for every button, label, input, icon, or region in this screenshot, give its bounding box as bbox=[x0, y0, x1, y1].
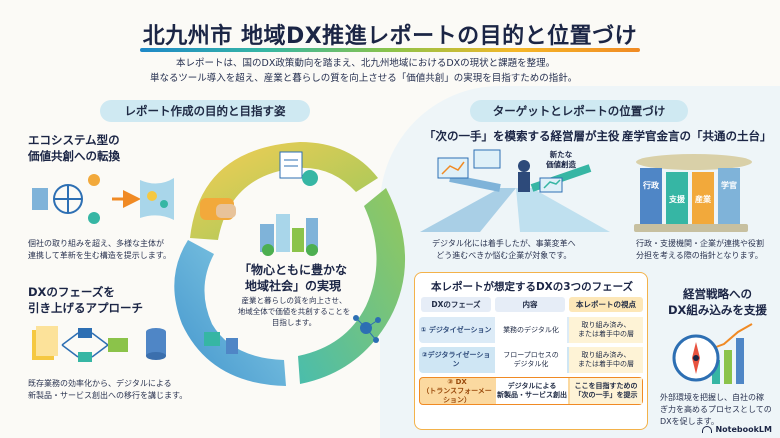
intro-text: 本レポートは、国のDX政策動向を踏まえ、北九州地域におけるDXの現状と課題を整理… bbox=[150, 56, 630, 86]
new-value-bubble: 新たな 価値創造 bbox=[546, 150, 576, 169]
phase-header-phase: DXのフェーズ bbox=[421, 297, 491, 312]
view-cell: 取り組み済み、 または着手中の層 bbox=[569, 317, 643, 343]
content-cell: 業務のデジタル化 bbox=[495, 317, 567, 343]
view-cell: 取り組み済み、 または着手中の層 bbox=[569, 347, 643, 373]
phase-table-title: 本レポートが想定するDXの3つのフェーズ bbox=[430, 281, 634, 293]
target-desc: デジタル化には着手したが、事業変革へ どう進むべきか悩む企業が対象です。 bbox=[432, 239, 576, 260]
value-cycle-diagram bbox=[174, 142, 406, 386]
content-cell: フロープロセスの デジタル化 bbox=[495, 347, 567, 373]
foundation-title: 産学官金言の「共通の土台」 bbox=[622, 129, 772, 143]
approach-desc: 既存業務の効率化から、デジタルによる 新製品・サービス創出への移行を講じます。 bbox=[28, 379, 188, 400]
strategy-desc: 外部環境を把握し、自社の稼 ぎ力を高めるプロセスとしての DXを促します。 bbox=[660, 393, 772, 426]
pillar-label-2: 支援 bbox=[669, 195, 685, 204]
process-flow-icon bbox=[32, 326, 166, 362]
brand-footer: NotebookLM bbox=[702, 425, 772, 434]
intro-line-1: 本レポートは、国のDX政策動向を踏まえ、北九州地域におけるDXの現状と課題を整理… bbox=[176, 58, 556, 69]
approach-title: DXのフェーズを 引き上げるアプローチ bbox=[28, 285, 143, 315]
ecosystem-title: エコシステム型の 価値共創への転換 bbox=[28, 133, 120, 163]
phase-cell: ① デジタイゼーション bbox=[420, 325, 492, 334]
phase-cell: ③ DX （トランスフォーメーション） bbox=[422, 377, 492, 404]
phase-header-view: 本レポートの視点 bbox=[569, 297, 643, 312]
page-title: 北九州市 地域DX推進レポートの目的と位置づけ bbox=[142, 24, 638, 49]
pillar-label-4: 学官 bbox=[721, 181, 737, 190]
pillars-illustration bbox=[634, 154, 752, 232]
content-cell: デジタルによる 新製品・サービス創出 bbox=[496, 378, 568, 404]
center-vision-title: 「物心ともに豊かな 地域社会」の実現 bbox=[238, 263, 347, 293]
notebook-logo-icon bbox=[702, 426, 713, 433]
compass-chart-icon bbox=[672, 323, 753, 384]
view-cell: ここを目指すための 「次の一手」を提示 bbox=[570, 378, 642, 404]
phase-row-1: ① デジタイゼーション 業務のデジタル化 取り組み済み、 または着手中の層 bbox=[419, 317, 643, 343]
title-gradient-underline bbox=[140, 48, 640, 52]
ecosystem-network-icon bbox=[32, 174, 174, 224]
center-vision-desc: 産業と暮らしの質を向上させ、 地域全体で価値を共創することを 目指します。 bbox=[237, 296, 351, 327]
phase-row-2: ②デジタライゼーション フロープロセスの デジタル化 取り組み済み、 または着手… bbox=[419, 347, 643, 373]
right-section-label: ターゲットとレポートの位置づけ bbox=[470, 100, 688, 122]
pillar-label-1: 行政 bbox=[643, 181, 659, 190]
crossroads-illustration bbox=[420, 149, 610, 232]
pillar-label-3: 産業 bbox=[695, 195, 711, 204]
strategy-title: 経営戦略への DX組み込みを支援 bbox=[668, 287, 767, 317]
target-title: 「次の一手」を模索する経営層が主役 bbox=[424, 129, 620, 143]
phase-table: 本レポートが想定するDXの3つのフェーズ DXのフェーズ 内容 本レポートの視点… bbox=[414, 272, 648, 430]
ecosystem-desc: 個社の取り組みを超え、多様な主体が 連携して革新を生む構造を提示します。 bbox=[28, 239, 171, 260]
phase-row-3: ③ DX （トランスフォーメーション） デジタルによる 新製品・サービス創出 こ… bbox=[419, 377, 643, 405]
phase-cell: ②デジタライゼーション bbox=[421, 351, 491, 368]
brand-label: NotebookLM bbox=[715, 425, 772, 434]
intro-line-2: 単なるツール導入を超え、産業と暮らしの質を向上させる「価値共創」の実現を目指すた… bbox=[150, 73, 578, 84]
left-section-label: レポート作成の目的と目指す姿 bbox=[100, 100, 310, 122]
foundation-desc: 行政・支援機関・企業が連携や役割 分担を考える際の指針となります。 bbox=[636, 239, 764, 260]
phase-header-content: 内容 bbox=[495, 297, 565, 312]
